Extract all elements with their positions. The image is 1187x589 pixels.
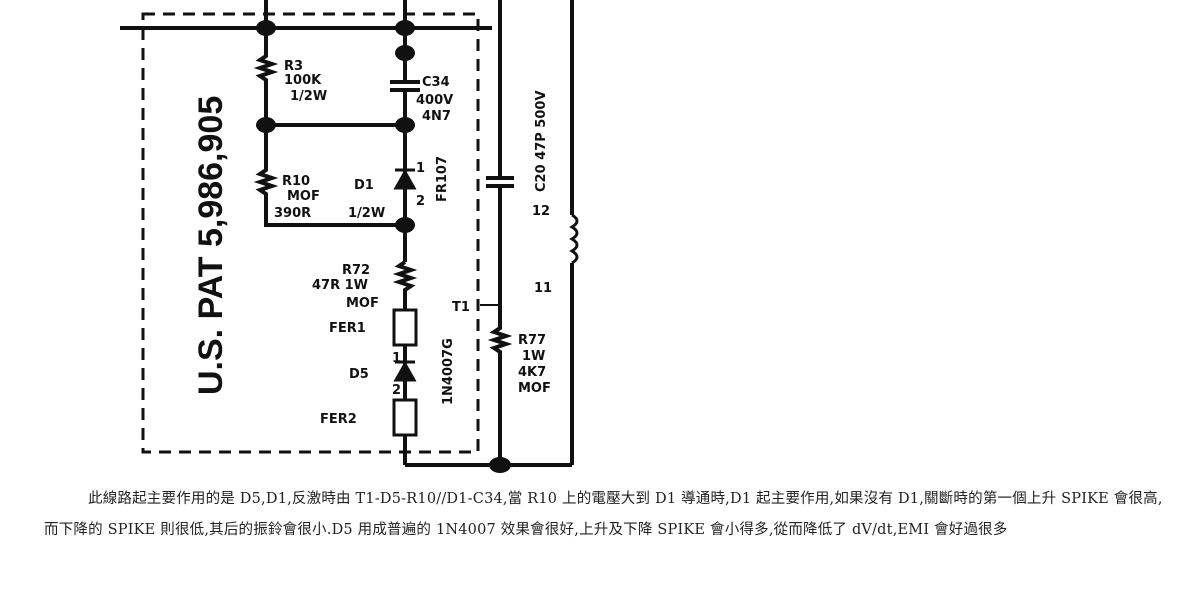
d5-diode-icon xyxy=(393,360,417,382)
r72-label: R72 xyxy=(342,263,370,278)
d5-pin2: 2 xyxy=(392,383,401,398)
r10-label: R10 xyxy=(282,174,310,189)
patent-label: U.S. PAT 5,986,905 xyxy=(192,96,230,395)
r10-value: 390R xyxy=(274,206,311,221)
fer1-label: FER1 xyxy=(329,321,366,336)
c34-voltage: 400V xyxy=(416,93,453,108)
pin-12-label: 12 xyxy=(532,204,550,219)
d1-pin2: 2 xyxy=(416,194,425,209)
fer2-bead xyxy=(392,398,418,437)
circuit-schematic: U.S. PAT 5,986,905 R3 100K 1/2W C34 400V… xyxy=(120,0,579,473)
d5-part: 1N4007G xyxy=(441,338,456,405)
r10-type: MOF xyxy=(287,189,320,204)
r10-rating: 1/2W xyxy=(348,206,385,221)
r77-value: 4K7 xyxy=(518,365,546,380)
transformer-winding xyxy=(569,213,579,265)
d5-label: D5 xyxy=(349,367,369,382)
c34-label: C34 xyxy=(422,75,450,90)
r3-rating: 1/2W xyxy=(290,89,327,104)
r3-value: 100K xyxy=(284,73,322,88)
r77-type: MOF xyxy=(518,381,551,396)
junction-dots xyxy=(256,20,511,473)
r77-label: R77 xyxy=(518,333,546,348)
t1-label: T1 xyxy=(452,300,470,315)
fer1-bead xyxy=(392,308,418,347)
r72-type: MOF xyxy=(346,296,379,311)
d1-label: D1 xyxy=(354,178,374,193)
dashed-enclosure xyxy=(141,12,480,454)
d1-pin1: 1 xyxy=(416,161,425,176)
pin-11-label: 11 xyxy=(534,281,552,296)
r3-label: R3 xyxy=(284,59,303,74)
r3-r10-resistor-branch xyxy=(253,28,405,227)
r77-rating: 1W xyxy=(522,349,545,364)
description-paragraph: 此線路起主要作用的是 D5,D1,反激時由 T1-D5-R10//D1-C34,… xyxy=(44,491,1163,538)
r72-value: 47R 1W xyxy=(312,278,368,293)
r72-resistor xyxy=(392,260,418,310)
d1-diode-icon xyxy=(393,168,417,190)
d5-pin1: 1 xyxy=(392,351,401,366)
fer2-label: FER2 xyxy=(320,412,357,427)
c20-label: C20 47P 500V xyxy=(534,91,549,193)
r77-resistor xyxy=(487,186,513,465)
d1-part: FR107 xyxy=(435,156,450,202)
c34-value: 4N7 xyxy=(422,109,451,124)
